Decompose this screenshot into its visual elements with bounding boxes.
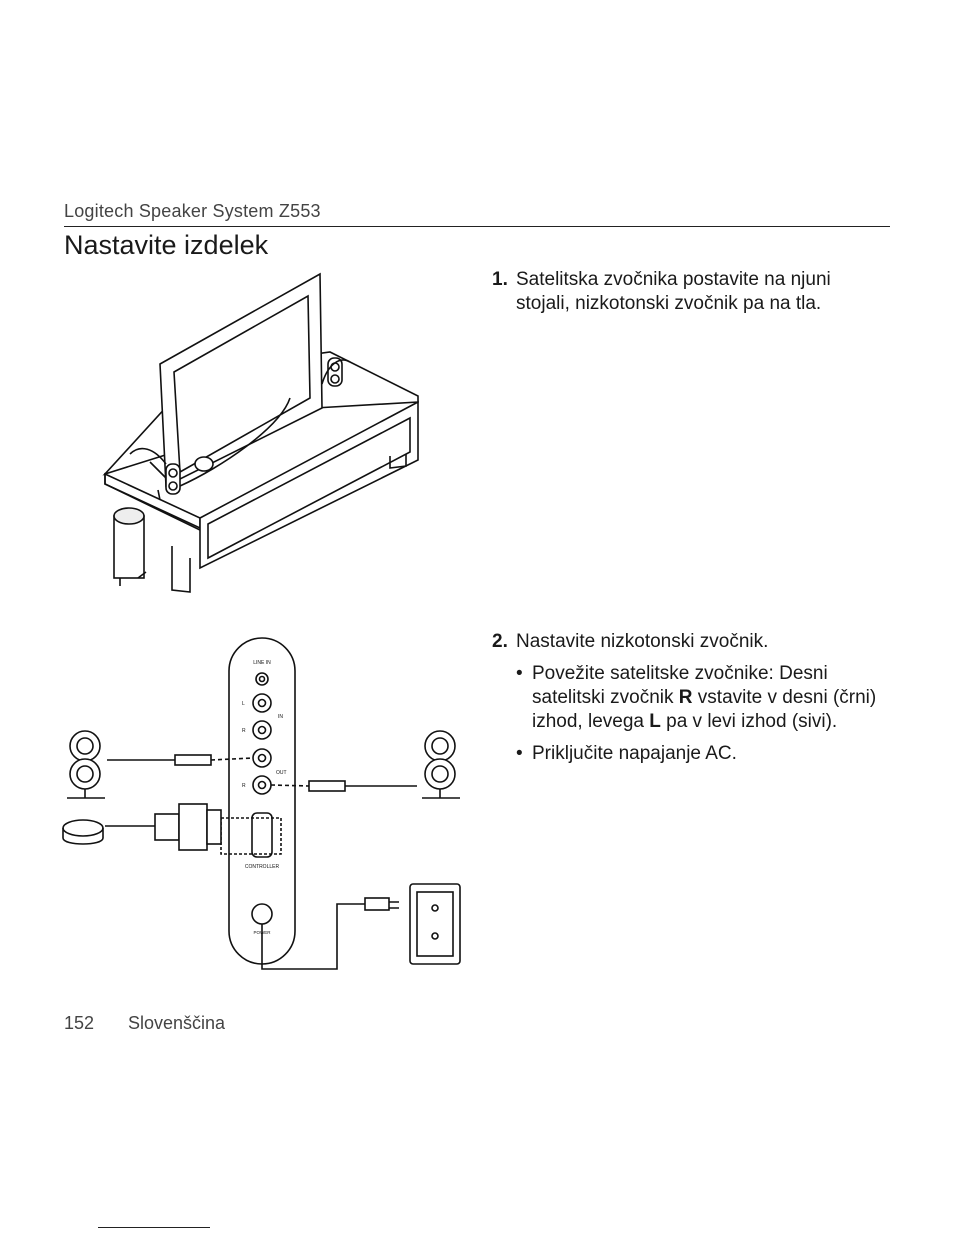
bottom-divider — [98, 1227, 210, 1228]
connection-diagram: LINE IN L R IN R OUT CONTROLLER POWER — [62, 637, 461, 970]
jack-r-label-in: R — [242, 728, 246, 734]
bullet-marker: • — [516, 663, 523, 684]
step-2-number: 2. — [492, 631, 508, 652]
line-in-label: LINE IN — [253, 660, 271, 666]
bullet-text-part: pa v levi izhod (sivi). — [660, 711, 838, 732]
product-title: Logitech Speaker System Z553 — [64, 201, 321, 221]
header-divider — [64, 226, 890, 227]
step-2-bullets: • Povežite satelitske zvočnike: Desni sa… — [516, 662, 882, 766]
tv-stand-illustration — [102, 272, 419, 593]
jack-l-label-in: L — [242, 701, 245, 707]
step-2: 2. Nastavite nizkotonski zvočnik. • Pove… — [492, 630, 882, 774]
wall-outlet — [409, 883, 461, 965]
page-number: 152 — [64, 1013, 95, 1033]
in-label: IN — [278, 714, 283, 720]
controller-label: CONTROLLER — [245, 864, 280, 870]
controller-puck — [62, 819, 104, 845]
section-title: Nastavite izdelek — [64, 230, 269, 260]
out-label: OUT — [276, 770, 287, 776]
right-satellite-speaker — [422, 730, 460, 799]
left-speaker-letter: L — [649, 711, 661, 732]
bullet-text-part: vstavite v desni (črni) izhod, levega — [532, 687, 877, 732]
step-1-text: Satelitska zvočnika postavite na njuni s… — [516, 269, 831, 314]
step-1-number: 1. — [492, 269, 508, 290]
bullet-plug-power: • Priključite napajanje AC. — [516, 742, 882, 766]
bullet-marker: • — [516, 743, 523, 764]
bullet-text-part: Povežite satelitske zvočnike: Desni sate… — [532, 663, 828, 708]
jack-r-label-out: R — [242, 783, 246, 789]
left-satellite-speaker — [67, 730, 105, 799]
step-1: 1. Satelitska zvočnika postavite na njun… — [492, 268, 882, 316]
bullet-connect-satellites: • Povežite satelitske zvočnike: Desni sa… — [516, 662, 882, 734]
footer-language: Slovenščina — [128, 1013, 226, 1033]
right-speaker-letter: R — [678, 687, 693, 708]
step-2-text: Nastavite nizkotonski zvočnik. — [516, 631, 769, 652]
bullet-text-part: Priključite napajanje AC. — [532, 743, 737, 764]
subwoofer-back-panel — [228, 637, 296, 965]
